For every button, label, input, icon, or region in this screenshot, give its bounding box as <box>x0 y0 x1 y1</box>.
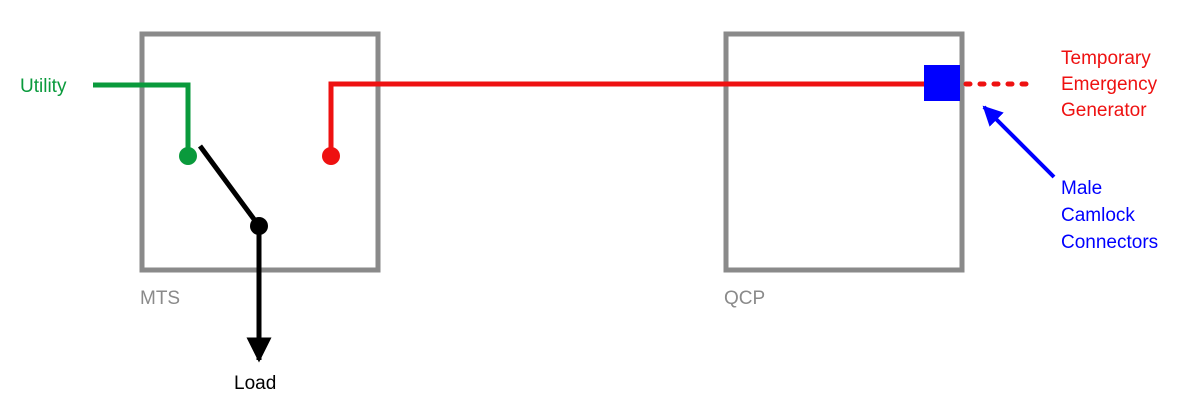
connector-label-line: Camlock <box>1061 205 1135 226</box>
qcp-box <box>723 31 965 273</box>
generator-wire <box>328 81 924 156</box>
qcp-label: QCP <box>724 288 765 309</box>
load-label: Load <box>234 373 276 394</box>
utility-wire <box>93 82 191 156</box>
switch-blade <box>197 144 262 228</box>
mts-label: MTS <box>140 288 180 309</box>
generator-label-line: Temporary <box>1061 48 1151 69</box>
connector-label: Male Camlock Connectors <box>1061 178 1158 253</box>
connector-label-line: Connectors <box>1061 232 1158 253</box>
utility-contact <box>179 147 197 165</box>
utility-label: Utility <box>20 76 67 97</box>
camlock-connector-square <box>924 65 960 101</box>
connector-label-line: Male <box>1061 178 1102 199</box>
generator-label: Temporary Emergency Generator <box>1061 48 1162 121</box>
generator-contact <box>322 147 340 165</box>
generator-label-line: Emergency <box>1061 74 1158 95</box>
generator-label-line: Generator <box>1061 100 1147 121</box>
connector-pointer-arrow <box>982 105 1056 179</box>
